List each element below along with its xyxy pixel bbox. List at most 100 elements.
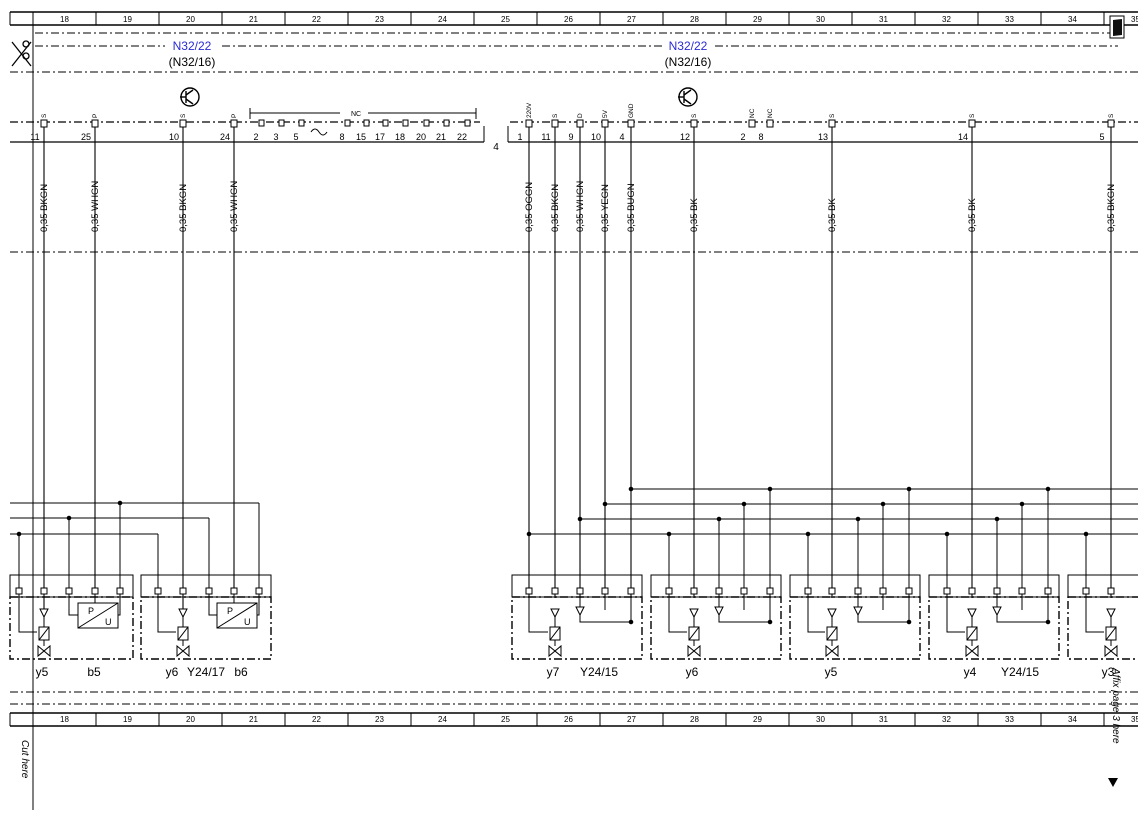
top-ruler — [9, 11, 1138, 26]
terminal — [690, 587, 698, 595]
pin-signal: S — [691, 113, 698, 118]
wire-label: 0,35 BK — [827, 198, 838, 232]
pin-signal: NC — [767, 108, 774, 118]
terminal — [255, 587, 263, 595]
pin-signal: P — [92, 114, 99, 118]
junction — [767, 486, 773, 492]
module-right-name: N32/22 — [669, 39, 708, 53]
terminal — [40, 587, 48, 595]
pin-signal: 220V — [526, 102, 533, 118]
wire-label: 0,35 BUGN — [626, 183, 637, 232]
ruler-number: 18 — [60, 15, 69, 24]
terminal — [601, 587, 609, 595]
nc-pin-number: 15 — [356, 132, 366, 142]
ruler-number: 32 — [942, 15, 951, 24]
component-box — [789, 596, 921, 660]
ruler-number: 25 — [501, 15, 510, 24]
terminal — [1044, 587, 1052, 595]
ruler-number: 30 — [816, 715, 825, 724]
sensor-letter: U — [244, 617, 251, 627]
pin-signal: S — [969, 113, 976, 118]
terminal — [766, 587, 774, 595]
nc-pin — [258, 119, 265, 127]
ruler-number: 22 — [312, 15, 321, 24]
terminal — [1107, 587, 1115, 595]
sensor-letter: U — [105, 617, 112, 627]
terminal — [230, 587, 238, 595]
nc-pin — [298, 119, 305, 127]
wire-label: 0,35 WHGN — [575, 181, 586, 232]
component-box — [511, 596, 643, 660]
wire-label: 0,35 YEGN — [600, 184, 611, 232]
ruler-number: 29 — [753, 15, 762, 24]
junction — [628, 619, 634, 625]
junction — [805, 531, 811, 537]
ruler-number: 20 — [186, 15, 195, 24]
cut-here-label: Cut here — [19, 740, 30, 779]
diode-icon — [827, 608, 837, 619]
terminal — [943, 587, 951, 595]
connector-pin — [601, 119, 609, 128]
ruler-number: 29 — [753, 715, 762, 724]
terminal — [715, 587, 723, 595]
pin-signal: NC — [749, 108, 756, 118]
diode-icon — [1106, 608, 1116, 619]
junction — [1045, 619, 1051, 625]
nc-label: NC — [351, 111, 361, 118]
component-box — [928, 596, 1060, 660]
terminal — [1082, 587, 1090, 595]
terminal — [905, 587, 913, 595]
nc-pin — [402, 119, 409, 127]
pin-number: 4 — [619, 132, 624, 142]
junction — [716, 516, 722, 522]
diode-icon — [853, 606, 863, 617]
book-icon — [1109, 15, 1125, 39]
ruler-number: 25 — [501, 715, 510, 724]
nc-pin-number: 3 — [273, 132, 278, 142]
nc-pin-number: 20 — [416, 132, 426, 142]
connector-pin — [525, 119, 533, 128]
affix-page-label: Affix page 3 here — [1110, 667, 1121, 744]
diode-icon — [550, 608, 560, 619]
nc-pin — [423, 119, 430, 127]
ruler-number: 34 — [1068, 15, 1077, 24]
sensor-letter: P — [88, 606, 94, 616]
pin-signal: D — [577, 113, 584, 118]
terminal — [15, 587, 23, 595]
break-symbol — [310, 128, 328, 136]
nc-pin-number: 17 — [375, 132, 385, 142]
label-b5: b5 — [87, 665, 101, 679]
junction — [602, 501, 608, 507]
ruler-number: 19 — [123, 715, 132, 724]
diode-icon — [39, 608, 49, 619]
ruler-number: 33 — [1005, 715, 1014, 724]
junction — [628, 486, 634, 492]
nc-pin — [443, 119, 450, 127]
wire-label: 0,35 OGGN — [524, 182, 535, 232]
pin-number: 24 — [220, 132, 230, 142]
wire-label: 0,35 BKGN — [550, 184, 561, 232]
nc-pin-number: 2 — [253, 132, 258, 142]
label-y4: y4 — [964, 665, 977, 679]
connector-pin — [690, 119, 698, 128]
wire-label: 0,35 BKGN — [1106, 184, 1117, 232]
label-y5: y5 — [36, 665, 49, 679]
pin-signal: GND — [628, 103, 635, 118]
pin-signal: P — [231, 114, 238, 118]
terminal — [154, 587, 162, 595]
junction — [906, 619, 912, 625]
label-y24-15a: Y24/15 — [580, 665, 618, 679]
ruler-number: 35 — [1131, 15, 1138, 24]
junction — [906, 486, 912, 492]
junction — [944, 531, 950, 537]
ruler-number: 27 — [627, 715, 636, 724]
ruler-number: 20 — [186, 715, 195, 724]
component-box — [650, 596, 782, 660]
terminal — [879, 587, 887, 595]
label-y3: y3 — [1102, 665, 1115, 679]
terminal — [854, 587, 862, 595]
pin-number: 2 — [740, 132, 745, 142]
terminal — [627, 587, 635, 595]
connector-pin — [968, 119, 976, 128]
